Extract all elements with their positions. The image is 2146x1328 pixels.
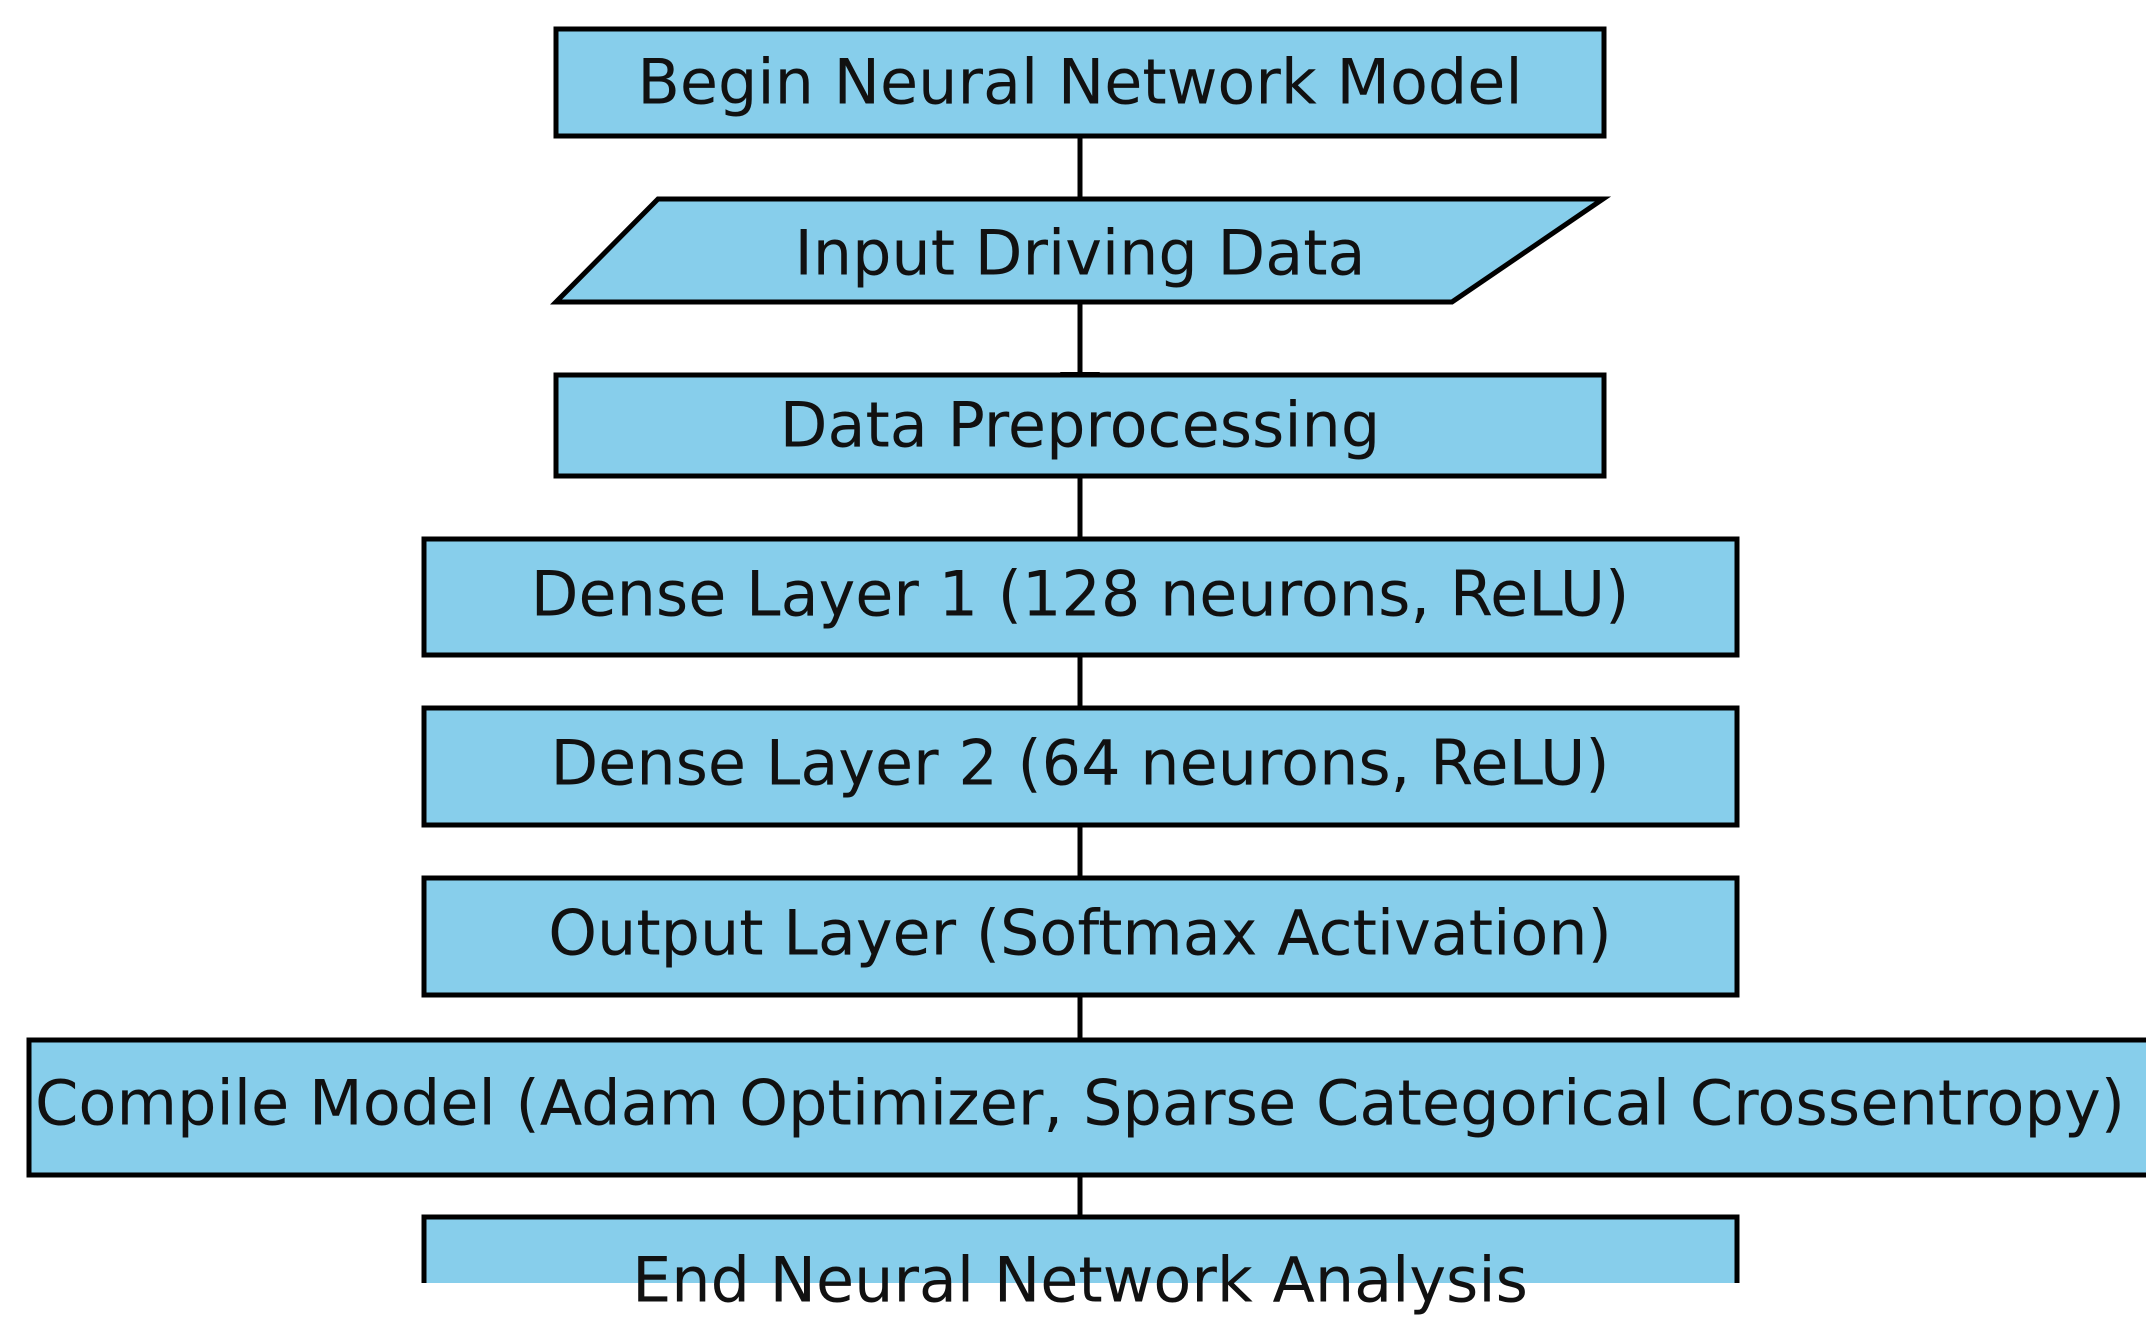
node-output-label: Output Layer (Softmax Activation) [548, 897, 1612, 970]
node-preprocess: Data Preprocessing [553, 372, 1607, 479]
node-preprocess-label: Data Preprocessing [780, 389, 1380, 462]
node-end: End Neural Network Analysis [421, 1214, 1740, 1317]
node-dense1: Dense Layer 1 (128 neurons, ReLU) [421, 536, 1740, 658]
node-end-label: End Neural Network Analysis [632, 1244, 1528, 1317]
node-output: Output Layer (Softmax Activation) [421, 875, 1740, 998]
node-dense1-label: Dense Layer 1 (128 neurons, ReLU) [531, 558, 1630, 631]
node-begin: Begin Neural Network Model [553, 26, 1607, 139]
node-begin-label: Begin Neural Network Model [637, 46, 1522, 119]
node-input: Input Driving Data [550, 196, 1612, 305]
node-dense2-label: Dense Layer 2 (64 neurons, ReLU) [550, 727, 1609, 800]
node-compile-label: Compile Model (Adam Optimizer, Sparse Ca… [35, 1067, 2125, 1140]
node-dense2: Dense Layer 2 (64 neurons, ReLU) [421, 705, 1740, 828]
node-input-label: Input Driving Data [794, 217, 1365, 290]
node-compile: Compile Model (Adam Optimizer, Sparse Ca… [26, 1037, 2146, 1178]
